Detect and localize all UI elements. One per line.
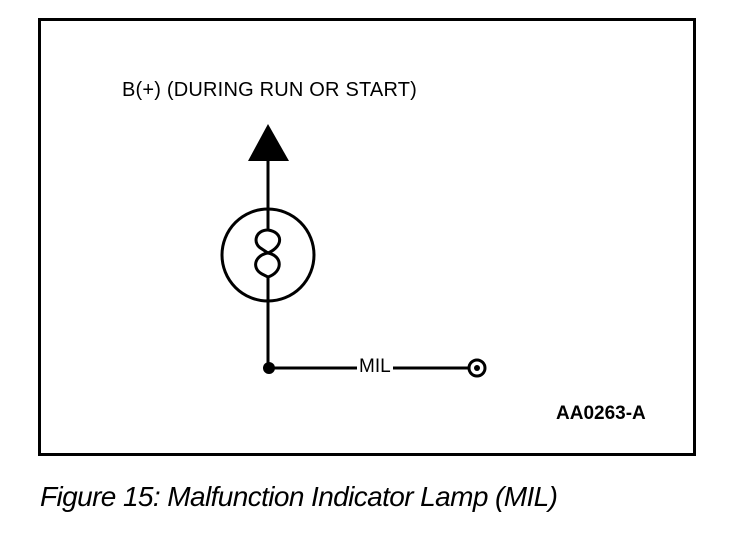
supply-arrow-icon [248, 124, 289, 161]
figure-id: AA0263-A [556, 403, 646, 424]
terminal-icon [467, 358, 487, 378]
mil-label: MIL [357, 356, 393, 378]
diagram-frame [38, 18, 696, 456]
lamp-icon [220, 205, 316, 305]
supply-label: B(+) (DURING RUN OR START) [122, 79, 418, 101]
figure-caption: Figure 15: Malfunction Indicator Lamp (M… [40, 481, 558, 512]
